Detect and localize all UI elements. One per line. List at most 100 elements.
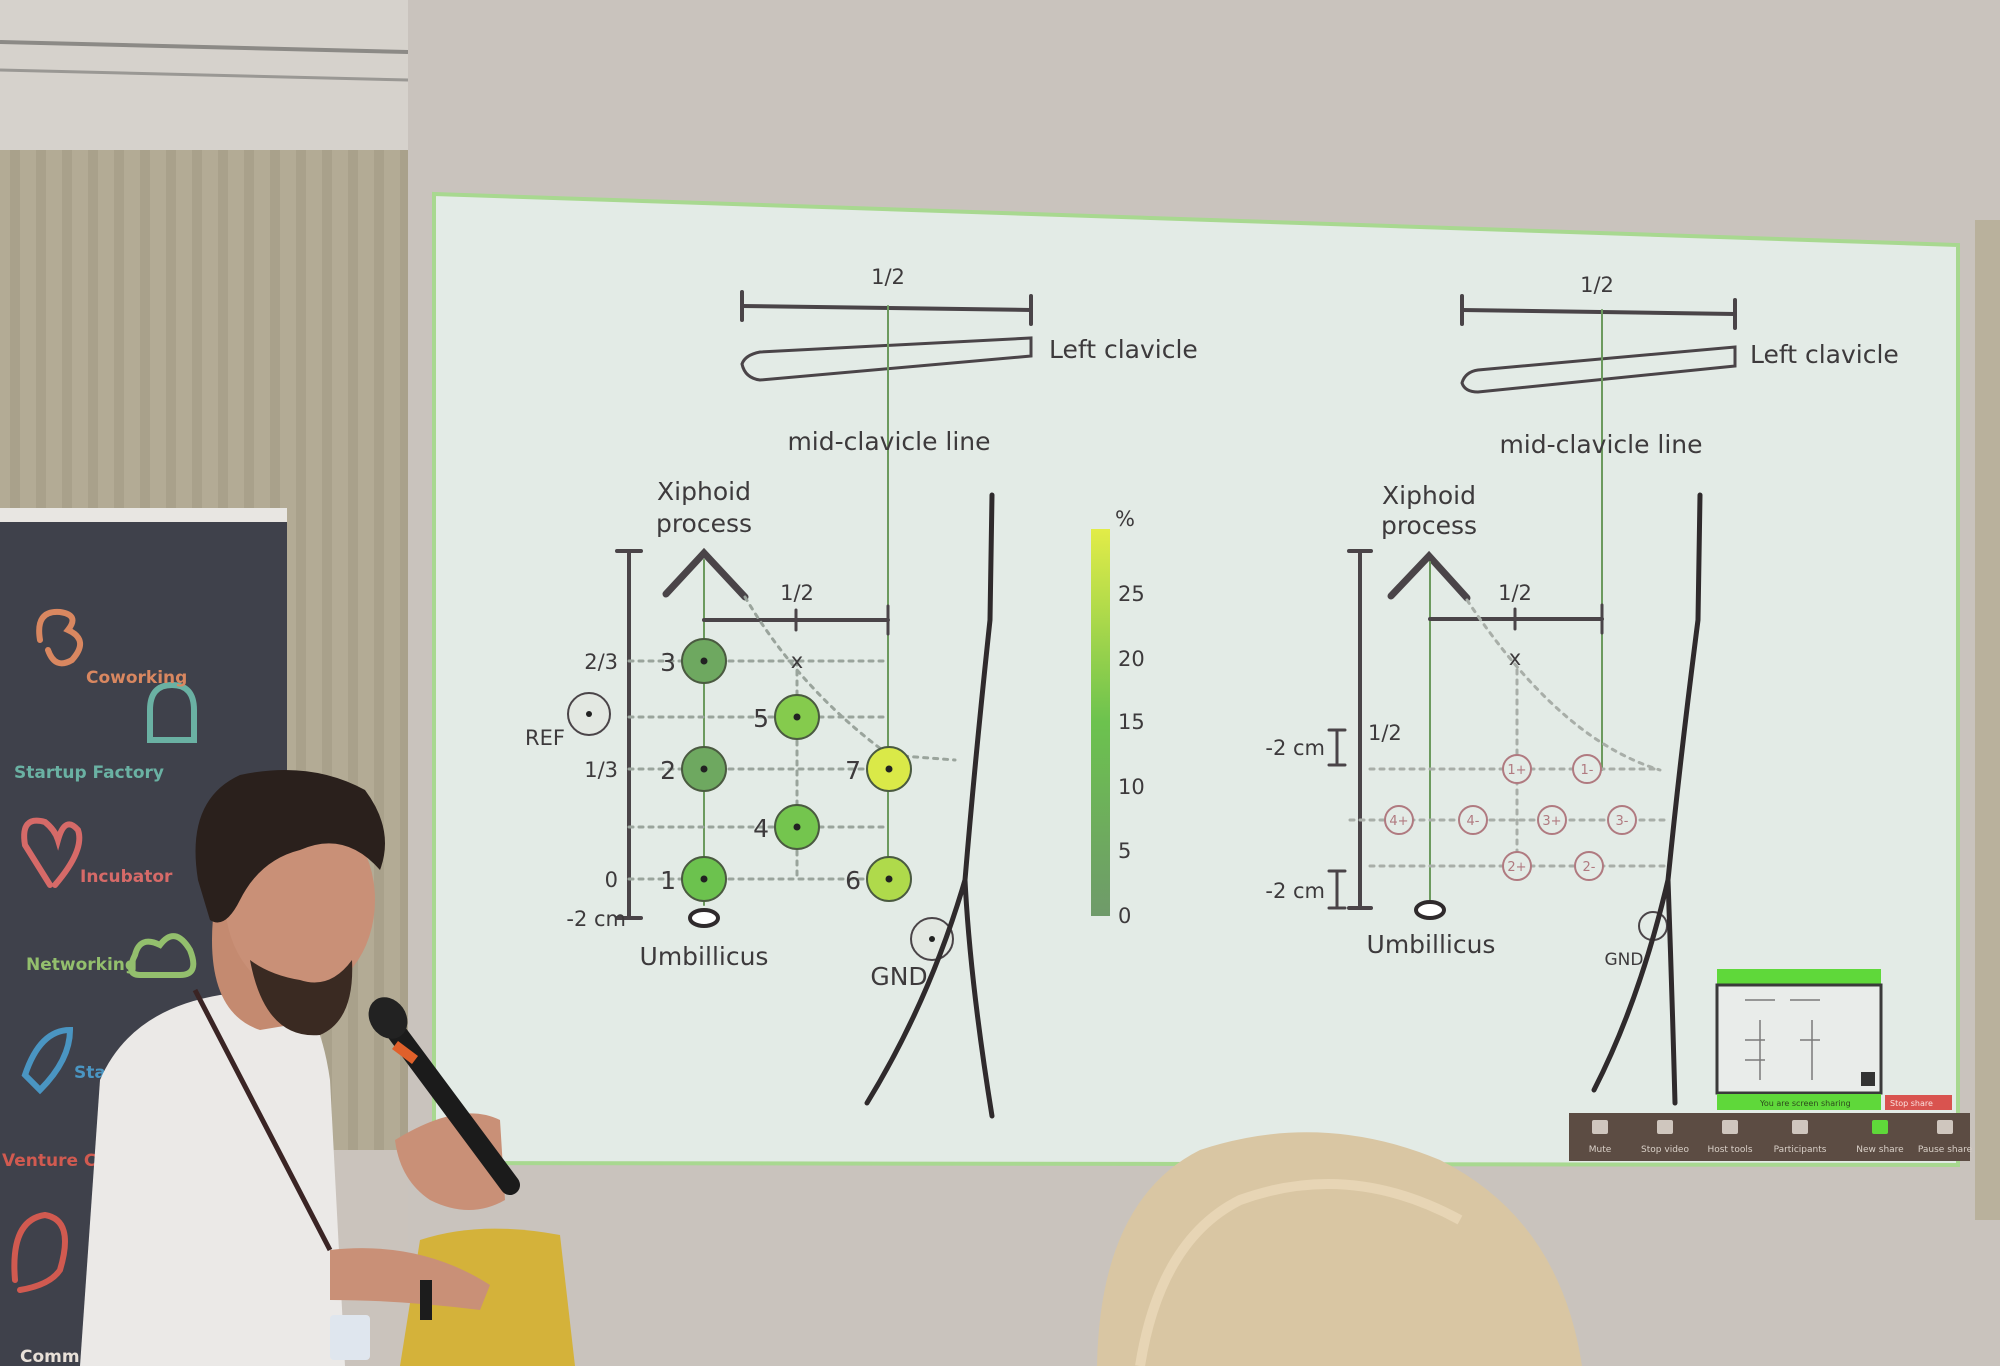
right-diagram: 1/2 Left clavicle mid-clavicle line Xiph… bbox=[1265, 273, 1899, 1106]
electrode-pair-label: 2+ bbox=[1507, 860, 1526, 875]
electrode-4plus bbox=[1384, 805, 1414, 835]
sharing-text: You are screen sharing bbox=[1759, 1099, 1851, 1108]
colorbar bbox=[1091, 529, 1110, 916]
stop-share-label: Stop share bbox=[1890, 1099, 1933, 1108]
half-label: 1/2 bbox=[871, 265, 905, 289]
electrode-4minus bbox=[1458, 805, 1488, 835]
electrode-2plus bbox=[1502, 851, 1532, 881]
xiphoid-label-2: process bbox=[1381, 511, 1477, 540]
electrode-pair-group: 1+1-4+4-3+3-2+2- bbox=[1384, 754, 1637, 881]
colorbar-tick: 15 bbox=[1118, 710, 1145, 734]
toolbar-label[interactable]: New share bbox=[1856, 1145, 1904, 1155]
banner-item: Coworking bbox=[86, 668, 187, 688]
rail bbox=[0, 40, 409, 54]
umbilicus-label: Umbillicus bbox=[640, 942, 769, 971]
left-diagram: 1/2 Left clavicle mid-clavicle line Xiph… bbox=[525, 265, 1198, 1119]
banner-item: Sta bbox=[74, 1063, 106, 1083]
clavicle-label: Left clavicle bbox=[1049, 335, 1198, 364]
colorbar-tick: 5 bbox=[1118, 839, 1131, 863]
banner-top-bar bbox=[0, 508, 287, 522]
electrode-number: 1 bbox=[660, 866, 676, 895]
venture-logo-icon bbox=[11, 1211, 68, 1293]
ruler-label: 1/3 bbox=[584, 758, 618, 782]
electrode-pair-label: 4+ bbox=[1389, 814, 1408, 829]
zoom-share-overlay: You are screen sharing Stop share Mute St… bbox=[1569, 969, 1973, 1161]
rocket-icon bbox=[21, 1026, 74, 1095]
zoom-toolbar bbox=[1569, 1113, 1970, 1161]
electrode-pair-label: 1+ bbox=[1507, 763, 1526, 778]
x-mark: x bbox=[791, 649, 803, 673]
presenter bbox=[80, 770, 520, 1366]
body-outline bbox=[1591, 492, 1703, 1106]
xiphoid-label-2: process bbox=[656, 509, 752, 538]
coworking-logo-icon bbox=[36, 608, 83, 667]
toolbar-stop-video-icon[interactable] bbox=[1657, 1120, 1673, 1134]
presenter-shirt bbox=[80, 990, 345, 1366]
incubator-heart-icon bbox=[21, 817, 83, 888]
xiphoid-chevron bbox=[662, 547, 749, 601]
clavicle-shape bbox=[740, 336, 1033, 382]
banner-item: Comm bbox=[20, 1347, 80, 1366]
rail bbox=[0, 68, 409, 82]
electrode-number: 7 bbox=[845, 756, 861, 785]
toolbar-label[interactable]: Participants bbox=[1774, 1145, 1827, 1155]
electrode-number: 6 bbox=[845, 866, 861, 895]
share-panel-header[interactable] bbox=[1717, 969, 1881, 985]
electrode-2minus bbox=[1574, 851, 1604, 881]
midline-label: mid-clavicle line bbox=[1499, 430, 1702, 459]
electrode-number: 2 bbox=[660, 756, 676, 785]
curtain-right bbox=[1975, 220, 2000, 1220]
toolbar-pause-share-icon[interactable] bbox=[1937, 1120, 1953, 1134]
xiphoid-label: Xiphoid bbox=[1382, 481, 1476, 510]
umbilicus-label: Umbillicus bbox=[1367, 930, 1496, 959]
electrode-number: 4 bbox=[753, 814, 769, 843]
lanyard bbox=[192, 988, 333, 1252]
gnd-label: GND bbox=[1605, 950, 1644, 970]
electrode-pair-label: 3+ bbox=[1542, 814, 1561, 829]
projected-slide bbox=[432, 191, 1960, 1168]
stop-share-button[interactable] bbox=[1885, 1095, 1952, 1110]
toolbar-label[interactable]: Stop video bbox=[1641, 1145, 1689, 1155]
ruler-label: -2 cm bbox=[566, 907, 626, 931]
startup-factory-icon bbox=[147, 681, 197, 743]
electrode-number: 5 bbox=[753, 704, 769, 733]
half-label-small: 1/2 bbox=[1498, 581, 1532, 605]
colorbar-tick: 0 bbox=[1118, 904, 1131, 928]
clavicle-bracket bbox=[740, 304, 1033, 312]
share-thumbnail bbox=[1715, 983, 1883, 1095]
colorbar-tick: 20 bbox=[1118, 647, 1145, 671]
x-mark: x bbox=[1509, 646, 1521, 670]
offset-label: -2 cm bbox=[1265, 879, 1325, 903]
networking-cloud-icon bbox=[128, 933, 197, 978]
presenter-beard bbox=[250, 960, 353, 1036]
umbilicus-icon bbox=[688, 908, 720, 928]
toolbar-label[interactable]: Pause share bbox=[1918, 1145, 1973, 1155]
electrode-3plus bbox=[1537, 805, 1567, 835]
midline-label: mid-clavicle line bbox=[787, 427, 990, 456]
body-outline bbox=[864, 492, 995, 1119]
toolbar-host-tools-icon[interactable] bbox=[1722, 1120, 1738, 1134]
toolbar-mute-icon[interactable] bbox=[1592, 1120, 1608, 1134]
toolbar-new-share-icon[interactable] bbox=[1872, 1120, 1888, 1134]
clavicle-label: Left clavicle bbox=[1750, 340, 1899, 369]
banner-item: Venture C bbox=[2, 1151, 96, 1171]
toolbar-label[interactable]: Mute bbox=[1589, 1145, 1612, 1155]
toolbar-participants-icon[interactable] bbox=[1792, 1120, 1808, 1134]
electrode-1plus bbox=[1502, 754, 1532, 784]
xiphoid-label: Xiphoid bbox=[657, 477, 751, 506]
electrode-number: 3 bbox=[660, 648, 676, 677]
offset-label: -2 cm bbox=[1265, 736, 1325, 760]
xiphoid-chevron bbox=[1387, 550, 1471, 602]
gnd-label: GND bbox=[870, 962, 927, 991]
left-wall bbox=[0, 0, 408, 160]
expand-icon[interactable] bbox=[1861, 1072, 1875, 1086]
toolbar-label[interactable]: Host tools bbox=[1707, 1145, 1752, 1155]
electrode-pair-label: 2- bbox=[1583, 860, 1596, 875]
colorbar-unit: % bbox=[1115, 507, 1135, 531]
presenter-arm bbox=[330, 1248, 490, 1310]
ruler-half-label: 1/2 bbox=[1368, 721, 1402, 745]
sharing-banner bbox=[1717, 1094, 1881, 1110]
half-label: 1/2 bbox=[1580, 273, 1614, 297]
presenter-hair bbox=[195, 770, 385, 923]
